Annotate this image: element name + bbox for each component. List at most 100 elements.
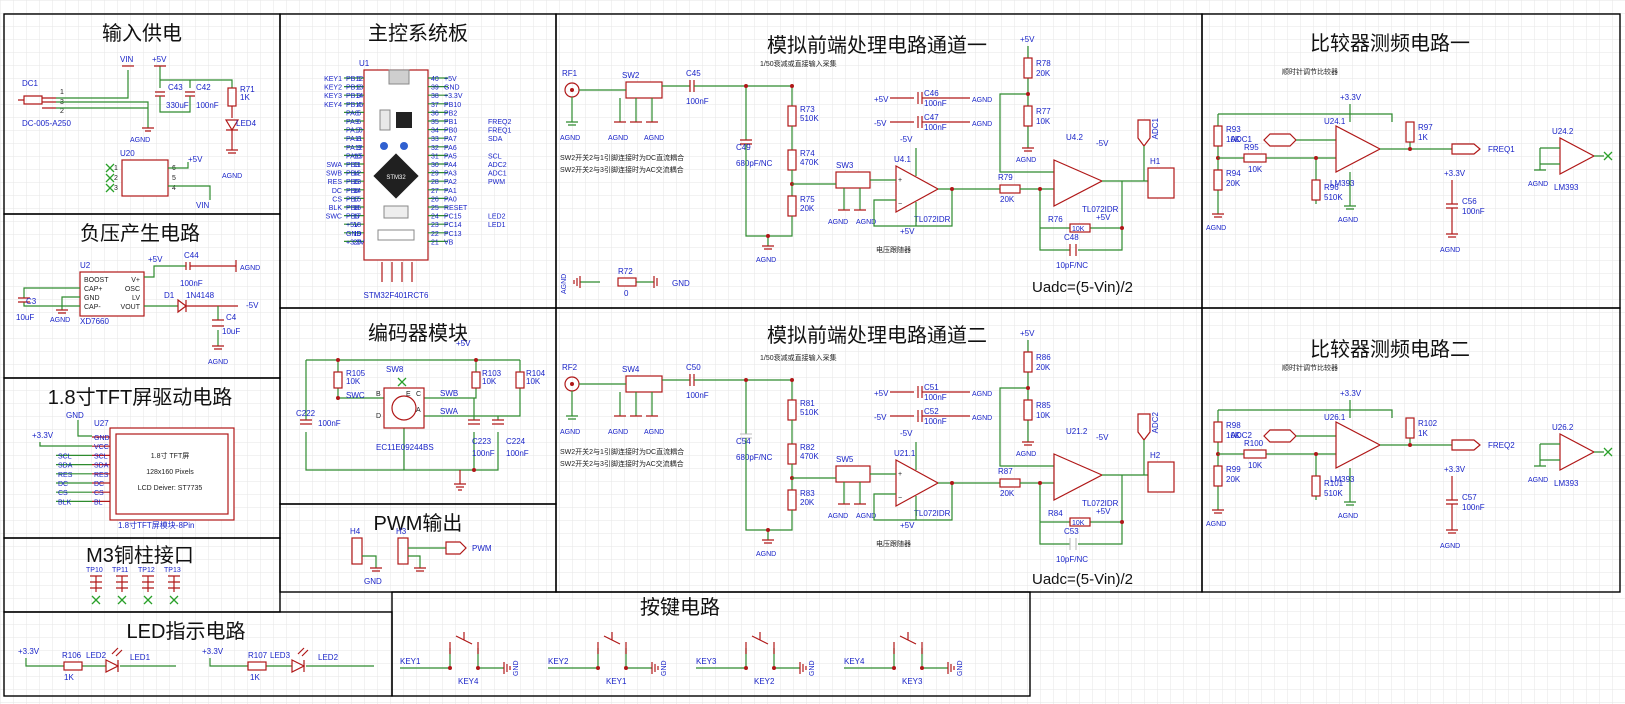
right-pin-name: PA1 [444, 188, 457, 195]
h4-ref: H4 [350, 527, 361, 536]
ra-body [787, 399, 797, 421]
comp-cap-agnd: AGND [1440, 543, 1460, 550]
chain-gnd [762, 539, 774, 544]
sw-note-ac: SW2开关2与3引脚连接时为AC交流耦合 [560, 459, 684, 468]
title-input-power: 输入供电 [102, 22, 182, 45]
left-pin-name: PB3 [346, 162, 359, 169]
rf-ref: RF2 [562, 363, 578, 372]
comp2-unused-opamp [1559, 137, 1596, 175]
cp-ref: C51 [924, 383, 939, 392]
right-pin-num: 38 [431, 93, 439, 100]
left-net-name: KEY2 [324, 85, 342, 92]
comp-rin-val: 10K [1248, 461, 1263, 470]
led1-net: LED1 [130, 653, 151, 662]
ub-plus5: +5V [1096, 507, 1111, 516]
right-pin-name: PA5 [444, 153, 457, 160]
u20-nc-marks [105, 163, 115, 193]
cf-symbol [1069, 244, 1077, 256]
encoder-caps [300, 419, 504, 425]
ref-gnd [1022, 147, 1034, 152]
right-pin-name: +5V [444, 76, 457, 83]
rb-body [787, 149, 797, 171]
right-net-name: LED1 [488, 222, 506, 229]
swb-agnd-1: AGND [828, 219, 848, 226]
adc-port [1137, 119, 1151, 147]
crystal [383, 205, 409, 219]
comp-part: LM393 [1330, 475, 1355, 484]
c222-ref: C222 [296, 409, 316, 418]
agnd-label-1: AGND [130, 137, 150, 144]
sw8-ref: SW8 [386, 365, 404, 374]
tp-symbol [142, 575, 154, 592]
u1-ref: U1 [359, 59, 370, 68]
enc-junction-1 [336, 358, 340, 362]
comp-u2-part: LM393 [1554, 479, 1579, 488]
r77-body [1023, 399, 1033, 421]
right-pin-num: 23 [431, 222, 439, 229]
junction [1026, 92, 1030, 96]
tft-v33-label: +3.3V [32, 431, 54, 440]
junction [1038, 187, 1042, 191]
key-switch [597, 632, 627, 654]
ra-body [787, 105, 797, 127]
led3-ref: LED3 [270, 651, 291, 660]
neg-v5-label: +5V [148, 255, 163, 264]
left-pin-name: PB14 [346, 93, 363, 100]
left-pin-num: 14 [353, 188, 361, 195]
comp-op-gnd [1344, 468, 1356, 506]
ec11-pin-b: B [376, 391, 381, 398]
led4-symbol [224, 106, 240, 154]
rc-ref: R83 [800, 489, 815, 498]
c4-symbol [212, 319, 224, 350]
cbyp-val: 680pF/NC [736, 453, 773, 462]
r106-body [63, 661, 83, 671]
r72-gnd: GND [672, 279, 690, 288]
right-pin-name: PA4 [444, 162, 457, 169]
dc1-wires [56, 70, 149, 128]
afe1-equation: Uadc=(5-Vin)/2 [1032, 279, 1133, 296]
tft-pin-name: GND [94, 435, 110, 442]
tp-ref: TP11 [112, 567, 128, 574]
junction [766, 234, 770, 238]
right-pin-name: PC15 [444, 214, 462, 221]
title-afe2: 模拟前端处理电路通道二 [767, 324, 987, 347]
key-junction-left [892, 666, 896, 670]
logo-dot-1 [380, 142, 388, 150]
key-ref: KEY2 [754, 677, 775, 686]
comp-fb-val: 510K [1324, 489, 1343, 498]
swb-wires [792, 473, 886, 504]
right-net-name: SDA [488, 136, 503, 143]
left-pin-name: PB5 [346, 179, 359, 186]
right-pin-name: PB1 [444, 119, 457, 126]
sw-ref: SW2 [622, 71, 640, 80]
afe-note: 1/50衰减或直接输入采集 [760, 353, 837, 362]
comp-ra-ref: R93 [1226, 125, 1241, 134]
tp-nc [117, 595, 127, 605]
comp-freq-port [1451, 143, 1481, 155]
comp-v33-rail [1349, 400, 1393, 418]
ua-ref: U21.1 [894, 449, 916, 458]
tp-ref: TP12 [138, 567, 155, 574]
right-pin-num: 31 [431, 153, 439, 160]
junction [1026, 386, 1030, 390]
c222-val: 100nF [318, 419, 341, 428]
dc-jack-symbol [18, 95, 43, 105]
title-tft: 1.8寸TFT屏驱动电路 [48, 386, 232, 409]
comp-div-gnd [1212, 509, 1224, 514]
c42-ref: C42 [196, 83, 211, 92]
junction [1408, 147, 1412, 151]
sw-note-ac: SW2开关2与3引脚连接时为AC交流耦合 [560, 165, 684, 174]
c224-val: 100nF [506, 449, 529, 458]
r72-ref: R72 [618, 267, 633, 276]
junction [1314, 452, 1318, 456]
cf-ref: C48 [1064, 233, 1079, 242]
rb-val: 470K [800, 452, 819, 461]
led2-symbol [105, 647, 123, 673]
left-pin-num: 18 [353, 222, 361, 229]
comp2-circuit: 顺时针调节比较器+3.3VR9810KR9920KAGNDADC2R10010K… [1206, 363, 1613, 550]
follower-note: 电压跟随器 [876, 539, 911, 548]
diff-opamp [1053, 159, 1104, 207]
comp-div-gnd [1212, 213, 1224, 218]
